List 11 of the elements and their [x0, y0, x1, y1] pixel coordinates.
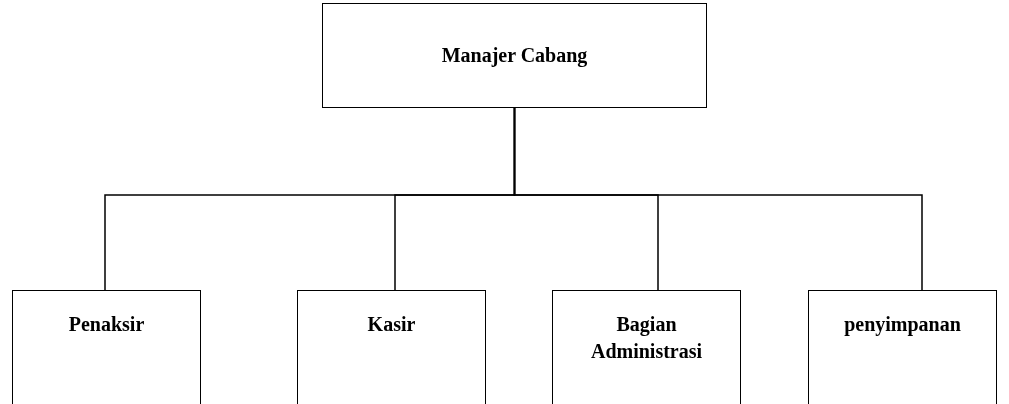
org-box: [12, 290, 201, 404]
org-box: [297, 290, 486, 404]
org-box: [808, 290, 997, 404]
role-label: Kasir: [367, 312, 416, 337]
connector-line: [513, 107, 923, 291]
org-box: [322, 3, 707, 108]
org-box: [552, 290, 741, 404]
role-label: Penaksir: [68, 312, 145, 337]
role-label: Manajer Cabang: [441, 43, 588, 69]
role-label: Bagian Administrasi: [589, 312, 704, 364]
role-label: penyimpanan: [844, 312, 961, 338]
